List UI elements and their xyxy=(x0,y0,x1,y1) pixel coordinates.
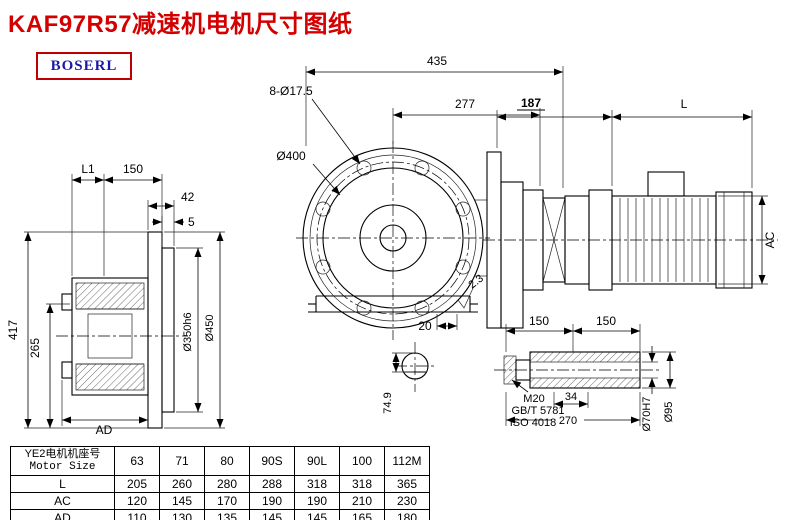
col-header: 90S xyxy=(249,446,295,476)
motor-size-table: YE2电机机座号 Motor Size 63 71 80 90S 90L 100… xyxy=(10,446,430,520)
note-surface-2-3: 2.3 xyxy=(466,272,485,291)
row-label: AD xyxy=(10,509,115,520)
cell: 260 xyxy=(159,475,205,493)
col-header: 80 xyxy=(204,446,250,476)
page-title: KAF97R57减速机电机尺寸图纸 xyxy=(8,11,353,38)
table-row-AC: AC 120 145 170 190 190 210 230 xyxy=(10,492,430,510)
cell: 318 xyxy=(294,475,340,493)
col-header: 112M xyxy=(384,446,430,476)
cell: 230 xyxy=(384,492,430,510)
label-gbt-5781: GB/T 5781 xyxy=(512,405,565,417)
dim-motor-L: L xyxy=(681,97,688,111)
dim-5: 5 xyxy=(188,215,195,229)
table-row-L: L 205 260 280 288 318 318 365 xyxy=(10,475,430,493)
dim-435: 435 xyxy=(427,54,447,68)
dim-277: 277 xyxy=(455,97,475,111)
dim-ac: AC xyxy=(763,231,777,248)
dim-dia350: Ø350h6 xyxy=(182,312,194,351)
cell: 180 xyxy=(384,509,430,520)
cell: 190 xyxy=(294,492,340,510)
cell: 145 xyxy=(159,492,205,510)
dim-l1: L1 xyxy=(81,162,95,176)
cell: 130 xyxy=(159,509,205,520)
dim-417: 417 xyxy=(6,320,20,340)
col-header: 100 xyxy=(339,446,385,476)
cell: 280 xyxy=(204,475,250,493)
cell: 288 xyxy=(249,475,295,493)
cell: 165 xyxy=(339,509,385,520)
table-row-AD: AD 110 130 135 145 145 165 180 xyxy=(10,509,430,520)
motor-fins xyxy=(619,198,709,282)
dim-ad: AD xyxy=(96,423,113,437)
left-side-view: L1 150 42 5 417 265 AD xyxy=(6,162,225,437)
right-side-view: 187 L AC xyxy=(483,96,778,329)
dim-74-9: 74.9 xyxy=(382,392,394,413)
cell: 190 xyxy=(249,492,295,510)
row-label: L xyxy=(10,475,115,493)
dim-150-top: 150 xyxy=(123,162,143,176)
dim-dia450: Ø450 xyxy=(204,315,216,342)
motor-size-header-en: Motor Size xyxy=(29,461,96,473)
brand-logo: BOSERL xyxy=(36,52,132,80)
table-header-row: YE2电机机座号 Motor Size 63 71 80 90S 90L 100… xyxy=(10,446,430,476)
cell: 170 xyxy=(204,492,250,510)
label-m20: M20 xyxy=(523,393,544,405)
dim-265: 265 xyxy=(28,338,42,358)
dim-150-b: 150 xyxy=(596,314,616,328)
dim-bolt-holes: 8-Ø17.5 xyxy=(269,84,313,98)
cell: 145 xyxy=(294,509,340,520)
col-header: 63 xyxy=(114,446,160,476)
hollow-shaft-detail: 150 150 M20 GB/T 5781 ISO 4018 34 270 Ø7… xyxy=(494,314,676,431)
dim-dia95: Ø95 xyxy=(663,402,675,423)
cell: 318 xyxy=(339,475,385,493)
cell: 120 xyxy=(114,492,160,510)
cell: 135 xyxy=(204,509,250,520)
cell: 205 xyxy=(114,475,160,493)
cell: 365 xyxy=(384,475,430,493)
cell: 145 xyxy=(249,509,295,520)
cell: 110 xyxy=(114,509,160,520)
dim-270: 270 xyxy=(559,415,577,427)
dim-187: 187 xyxy=(521,96,541,110)
dim-42: 42 xyxy=(181,190,195,204)
dim-20: 20 xyxy=(418,319,432,333)
label-iso-4018: ISO 4018 xyxy=(510,417,556,429)
dim-150-a: 150 xyxy=(529,314,549,328)
dim-34: 34 xyxy=(565,391,577,403)
col-header: 71 xyxy=(159,446,205,476)
motor-size-header-cn: YE2电机机座号 xyxy=(24,448,101,460)
dim-dia400: Ø400 xyxy=(276,149,306,163)
row-label: AC xyxy=(10,492,115,510)
dim-dia70h7: Ø70H7 xyxy=(641,397,653,432)
cell: 210 xyxy=(339,492,385,510)
col-header: 90L xyxy=(294,446,340,476)
motor-size-header: YE2电机机座号 Motor Size xyxy=(10,446,115,476)
